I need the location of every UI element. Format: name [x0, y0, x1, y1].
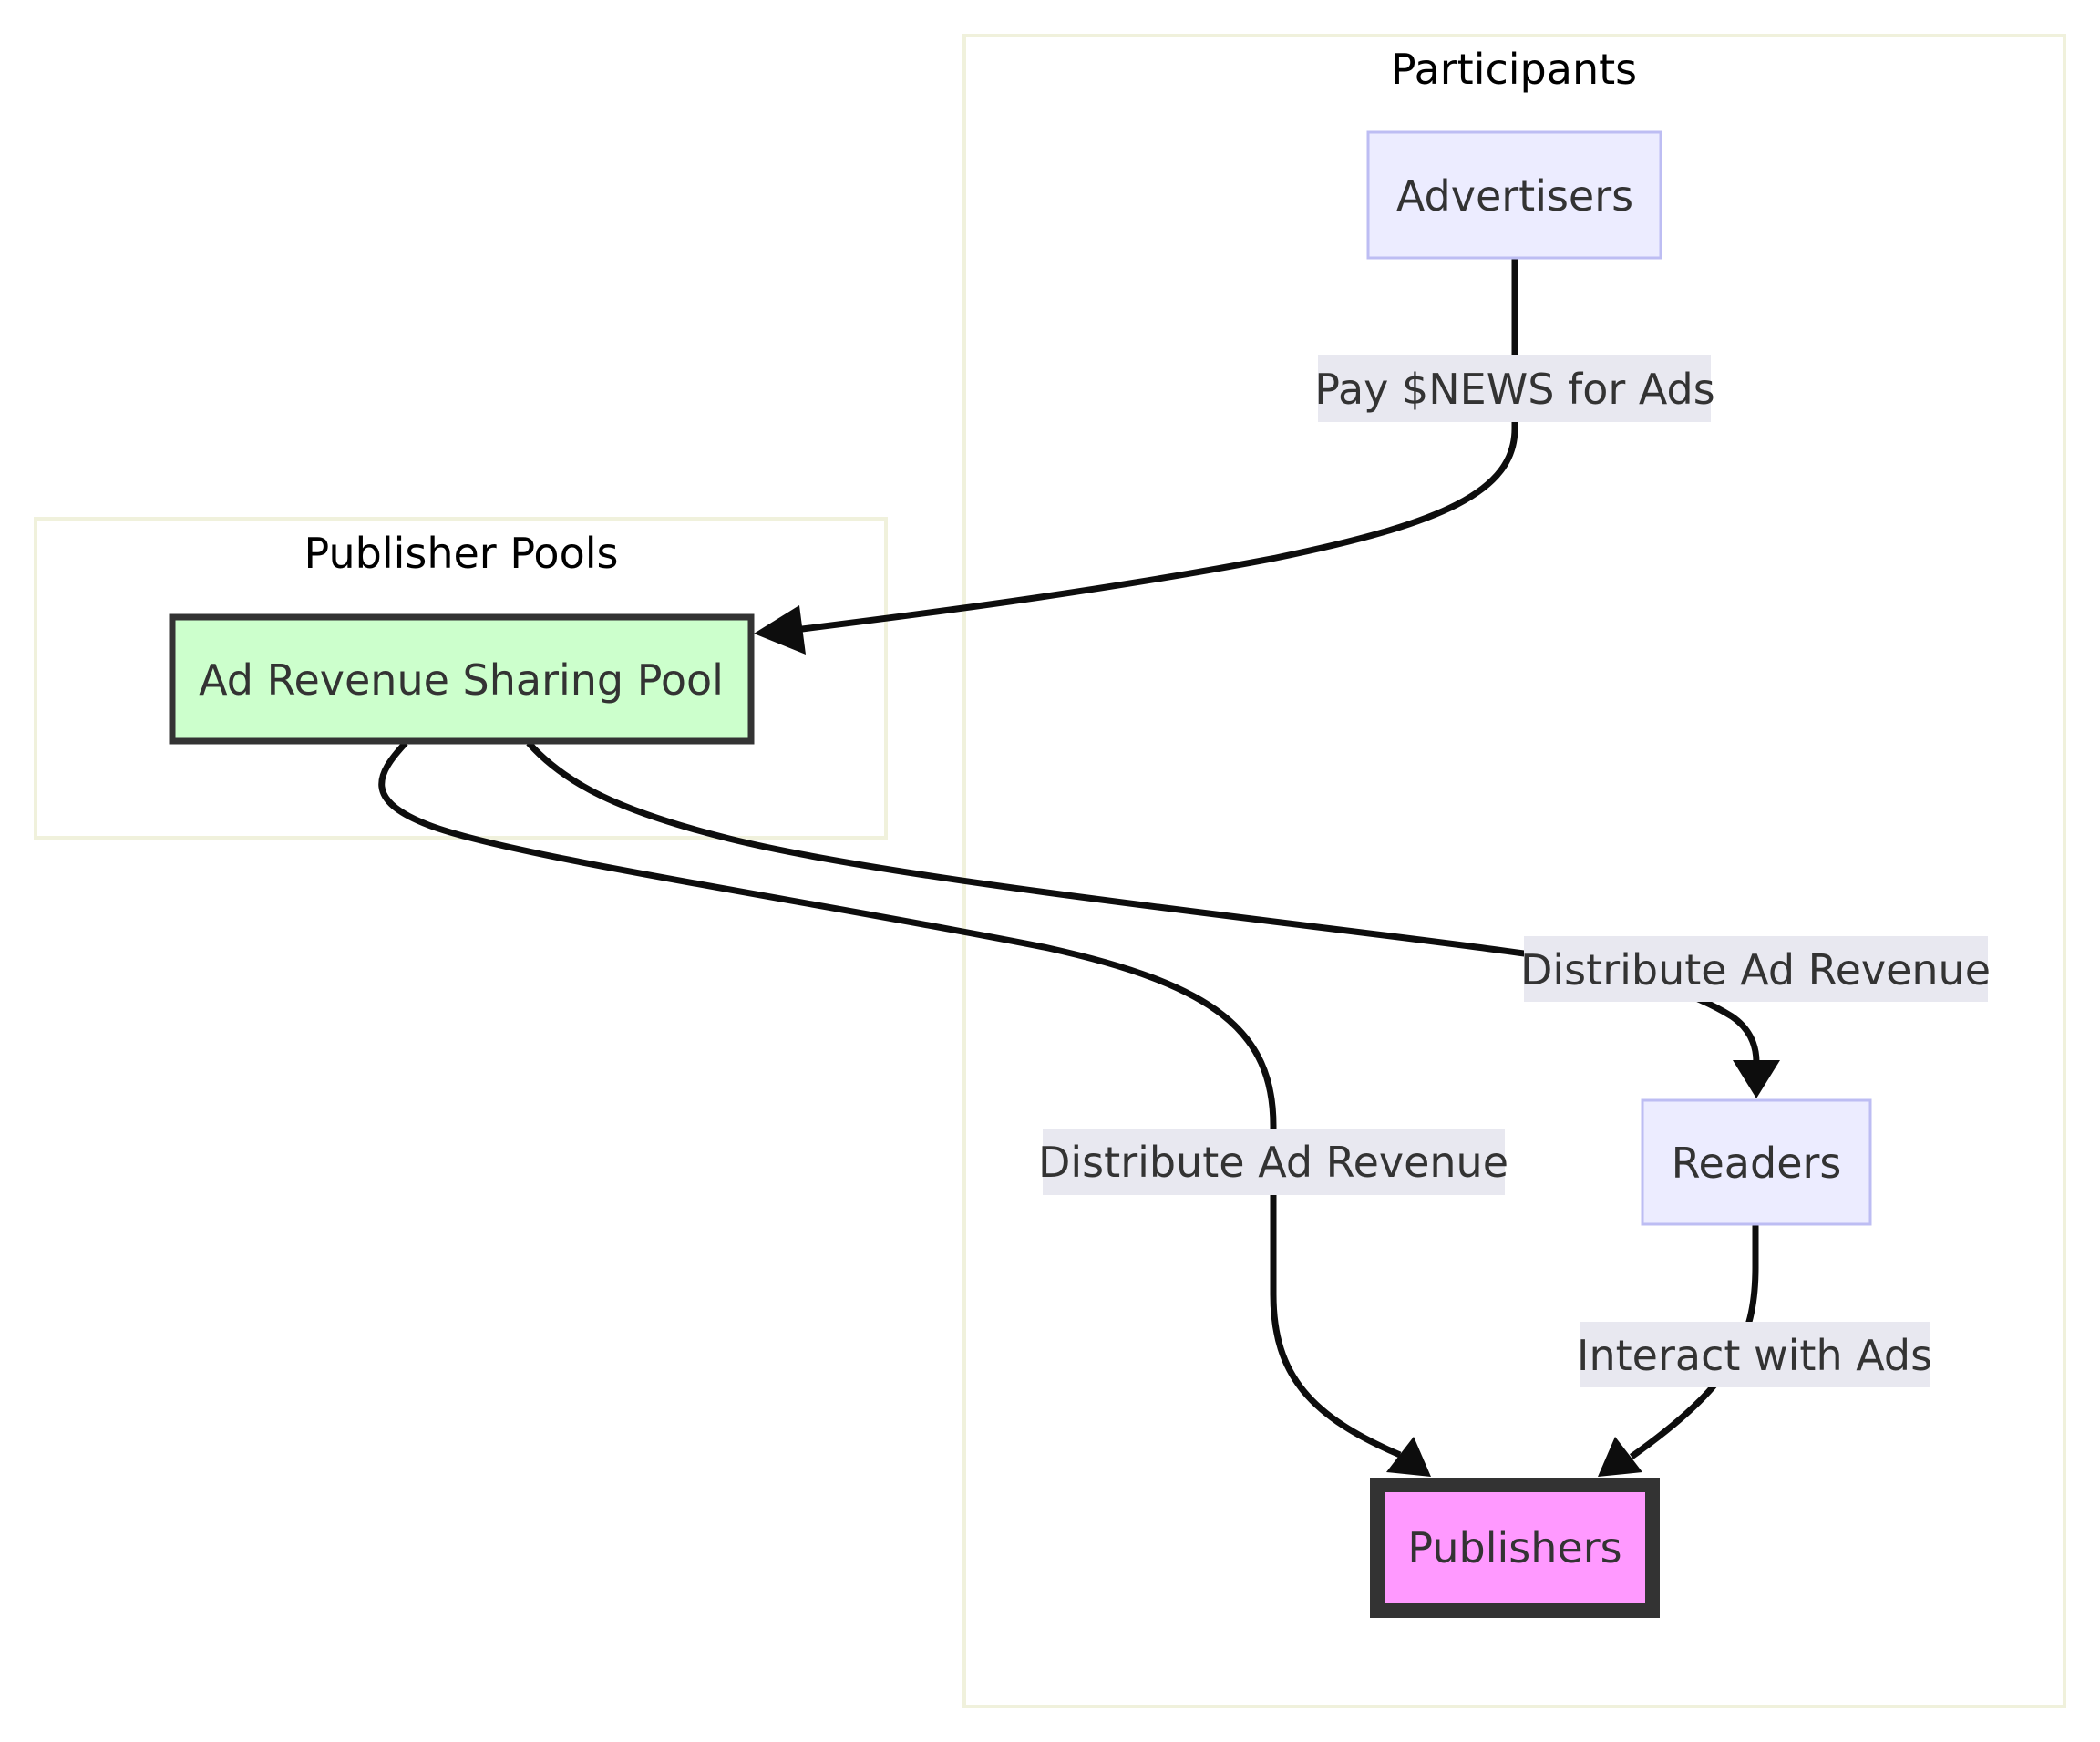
- node-readers-box[interactable]: [1641, 1098, 1872, 1226]
- node-publishers[interactable]: Publishers: [1370, 1478, 1660, 1618]
- arrowhead-to-publishers-right: [1598, 1437, 1642, 1477]
- edge-advertisers-to-pool: [754, 259, 1518, 655]
- edge-label-distribute-publishers-bg: [1043, 1129, 1505, 1195]
- cluster-title-participants: Participants: [1391, 45, 1637, 94]
- edge-label-interact-text: Interact with Ads: [1577, 1331, 1932, 1380]
- edge-label-pay-text: Pay $NEWS for Ads: [1314, 365, 1714, 414]
- node-pool-label: Ad Revenue Sharing Pool: [199, 655, 724, 705]
- edge-label-interact-bg: [1580, 1322, 1930, 1387]
- node-readers[interactable]: Readers: [1641, 1098, 1872, 1226]
- edge-label-distribute-readers-text: Distribute Ad Revenue: [1520, 945, 1991, 995]
- edge-line-distribute-readers: [526, 740, 1760, 1063]
- arrowhead-to-readers: [1733, 1060, 1780, 1098]
- node-advertisers-label: Advertisers: [1396, 171, 1633, 221]
- node-advertisers[interactable]: Advertisers: [1366, 130, 1662, 260]
- arrowhead-to-pool: [754, 605, 806, 655]
- edge-label-distribute-publishers-text: Distribute Ad Revenue: [1038, 1138, 1508, 1187]
- cluster-title-publisher-pools: Publisher Pools: [304, 529, 619, 578]
- edge-label-distribute-readers-bg: [1524, 936, 1988, 1002]
- edge-label-interact: Interact with Ads: [1577, 1322, 1932, 1387]
- edge-line-pay: [801, 259, 1518, 633]
- edge-line-distribute-publishers: [378, 740, 1402, 1459]
- arrowhead-to-publishers-left: [1386, 1437, 1431, 1477]
- node-advertisers-box[interactable]: [1366, 130, 1662, 260]
- node-publishers-box[interactable]: [1370, 1478, 1660, 1618]
- node-pool-box[interactable]: [169, 613, 755, 745]
- node-readers-label: Readers: [1672, 1139, 1842, 1188]
- edge-pool-to-publishers: [378, 740, 1431, 1477]
- edge-label-pay-bg: [1318, 355, 1711, 422]
- edge-label-distribute-readers: Distribute Ad Revenue: [1520, 936, 1991, 1002]
- edge-label-pay: Pay $NEWS for Ads: [1314, 355, 1715, 422]
- edge-pool-to-readers: [526, 740, 1780, 1098]
- node-publishers-label: Publishers: [1407, 1523, 1621, 1572]
- edge-label-distribute-publishers: Distribute Ad Revenue: [1038, 1129, 1508, 1195]
- node-ad-revenue-sharing-pool[interactable]: Ad Revenue Sharing Pool: [169, 613, 755, 745]
